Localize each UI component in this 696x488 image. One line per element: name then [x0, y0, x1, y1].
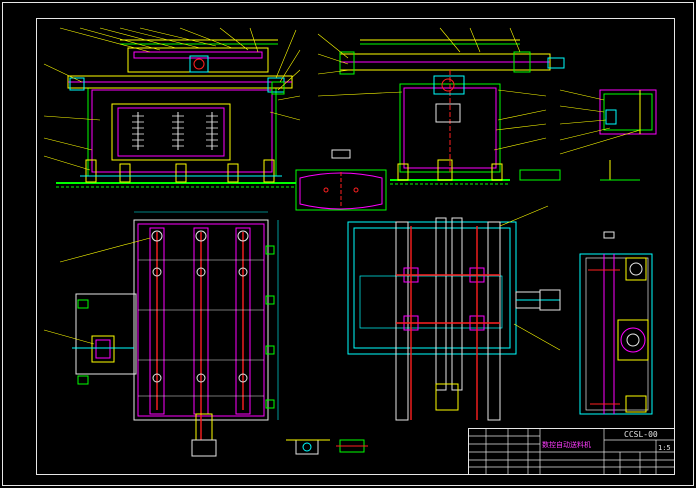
plan-view — [347, 205, 561, 421]
front-view — [43, 27, 301, 188]
detail-view-b — [559, 89, 657, 181]
detail-view-a — [295, 149, 387, 211]
side-detail-view — [579, 231, 653, 415]
title-block: CCSL-00 数控自动送料机 1:5 — [468, 428, 675, 475]
drawing-title: 数控自动送料机 — [542, 440, 591, 449]
side-view — [317, 27, 565, 185]
drawing-number: CCSL-00 — [624, 430, 658, 439]
top-view — [43, 211, 279, 457]
detail-view-c — [286, 439, 368, 455]
drawing-scale: 1:5 — [658, 444, 671, 452]
